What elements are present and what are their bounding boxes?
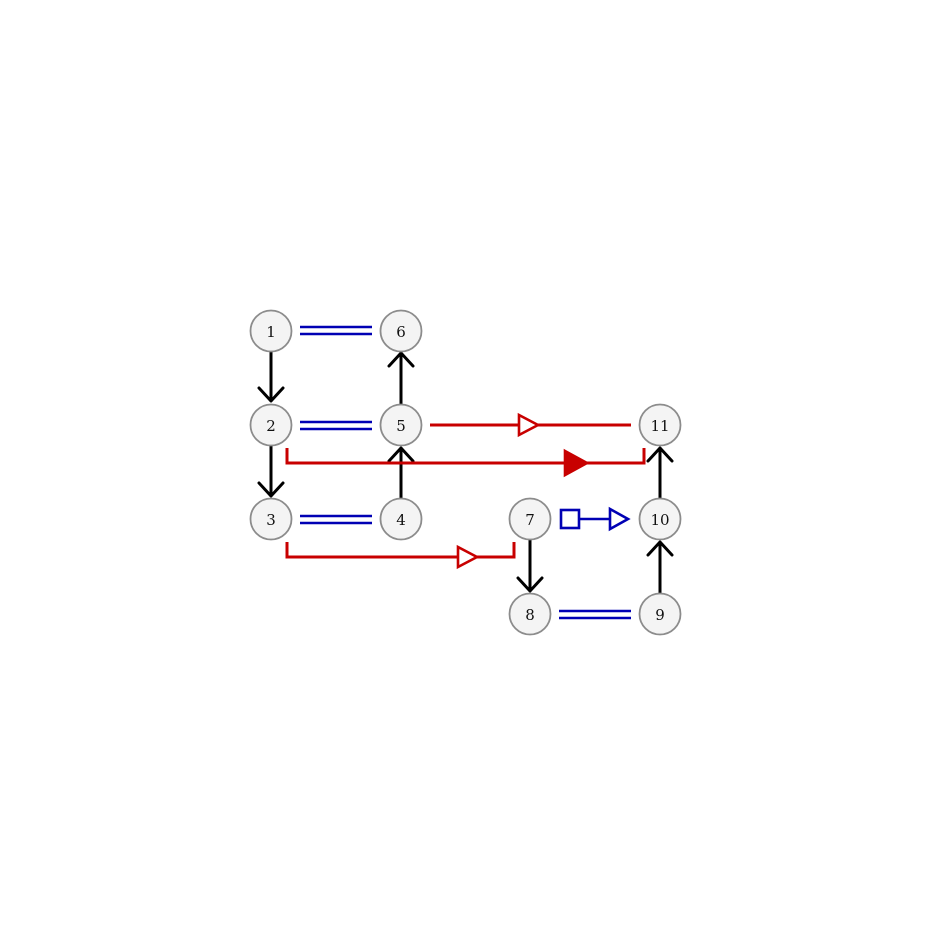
edge-7-to-10-blue — [559, 506, 631, 532]
node-label: 9 — [655, 606, 665, 624]
edge-1-to-2 — [257, 351, 285, 403]
open-triangle-icon — [517, 412, 541, 438]
filled-triangle-icon — [563, 448, 590, 478]
node-8: 8 — [508, 592, 552, 636]
edge-7-to-8 — [516, 540, 544, 593]
node-4: 4 — [379, 497, 423, 541]
node-3: 3 — [249, 497, 293, 541]
edge-10-to-11 — [646, 446, 674, 498]
open-triangle-icon — [608, 506, 631, 532]
edge-2-5-double-line — [300, 420, 372, 431]
edge-8-9-double-line — [559, 609, 631, 620]
node-label: 6 — [396, 323, 406, 341]
node-label: 1 — [266, 323, 276, 341]
edge-1-6-double-line — [300, 325, 372, 336]
edge-2-to-3 — [257, 446, 285, 498]
edge-3-4-double-line — [300, 514, 372, 525]
node-6: 6 — [379, 309, 423, 353]
node-label: 4 — [396, 511, 406, 529]
edge-9-to-10 — [646, 540, 674, 593]
edge-3-to-7-red-bracket — [285, 542, 516, 570]
node-label: 2 — [266, 417, 276, 435]
node-label: 5 — [396, 417, 406, 435]
node-1: 1 — [249, 309, 293, 353]
square-marker-icon — [559, 508, 581, 530]
node-label: 3 — [266, 511, 276, 529]
edge-2-to-11-red-bracket — [285, 448, 646, 478]
node-10: 10 — [638, 497, 682, 541]
node-9: 9 — [638, 592, 682, 636]
node-label: 8 — [525, 606, 535, 624]
node-5: 5 — [379, 403, 423, 447]
node-7: 7 — [508, 497, 552, 541]
node-2: 2 — [249, 403, 293, 447]
edge-5-to-11-red — [430, 412, 631, 438]
node-label: 10 — [650, 511, 669, 529]
edge-5-to-6 — [387, 351, 415, 404]
edge-4-to-5 — [387, 446, 415, 498]
open-triangle-icon — [456, 544, 480, 570]
node-label: 7 — [525, 511, 535, 529]
node-label: 11 — [650, 417, 669, 435]
node-11: 11 — [638, 403, 682, 447]
